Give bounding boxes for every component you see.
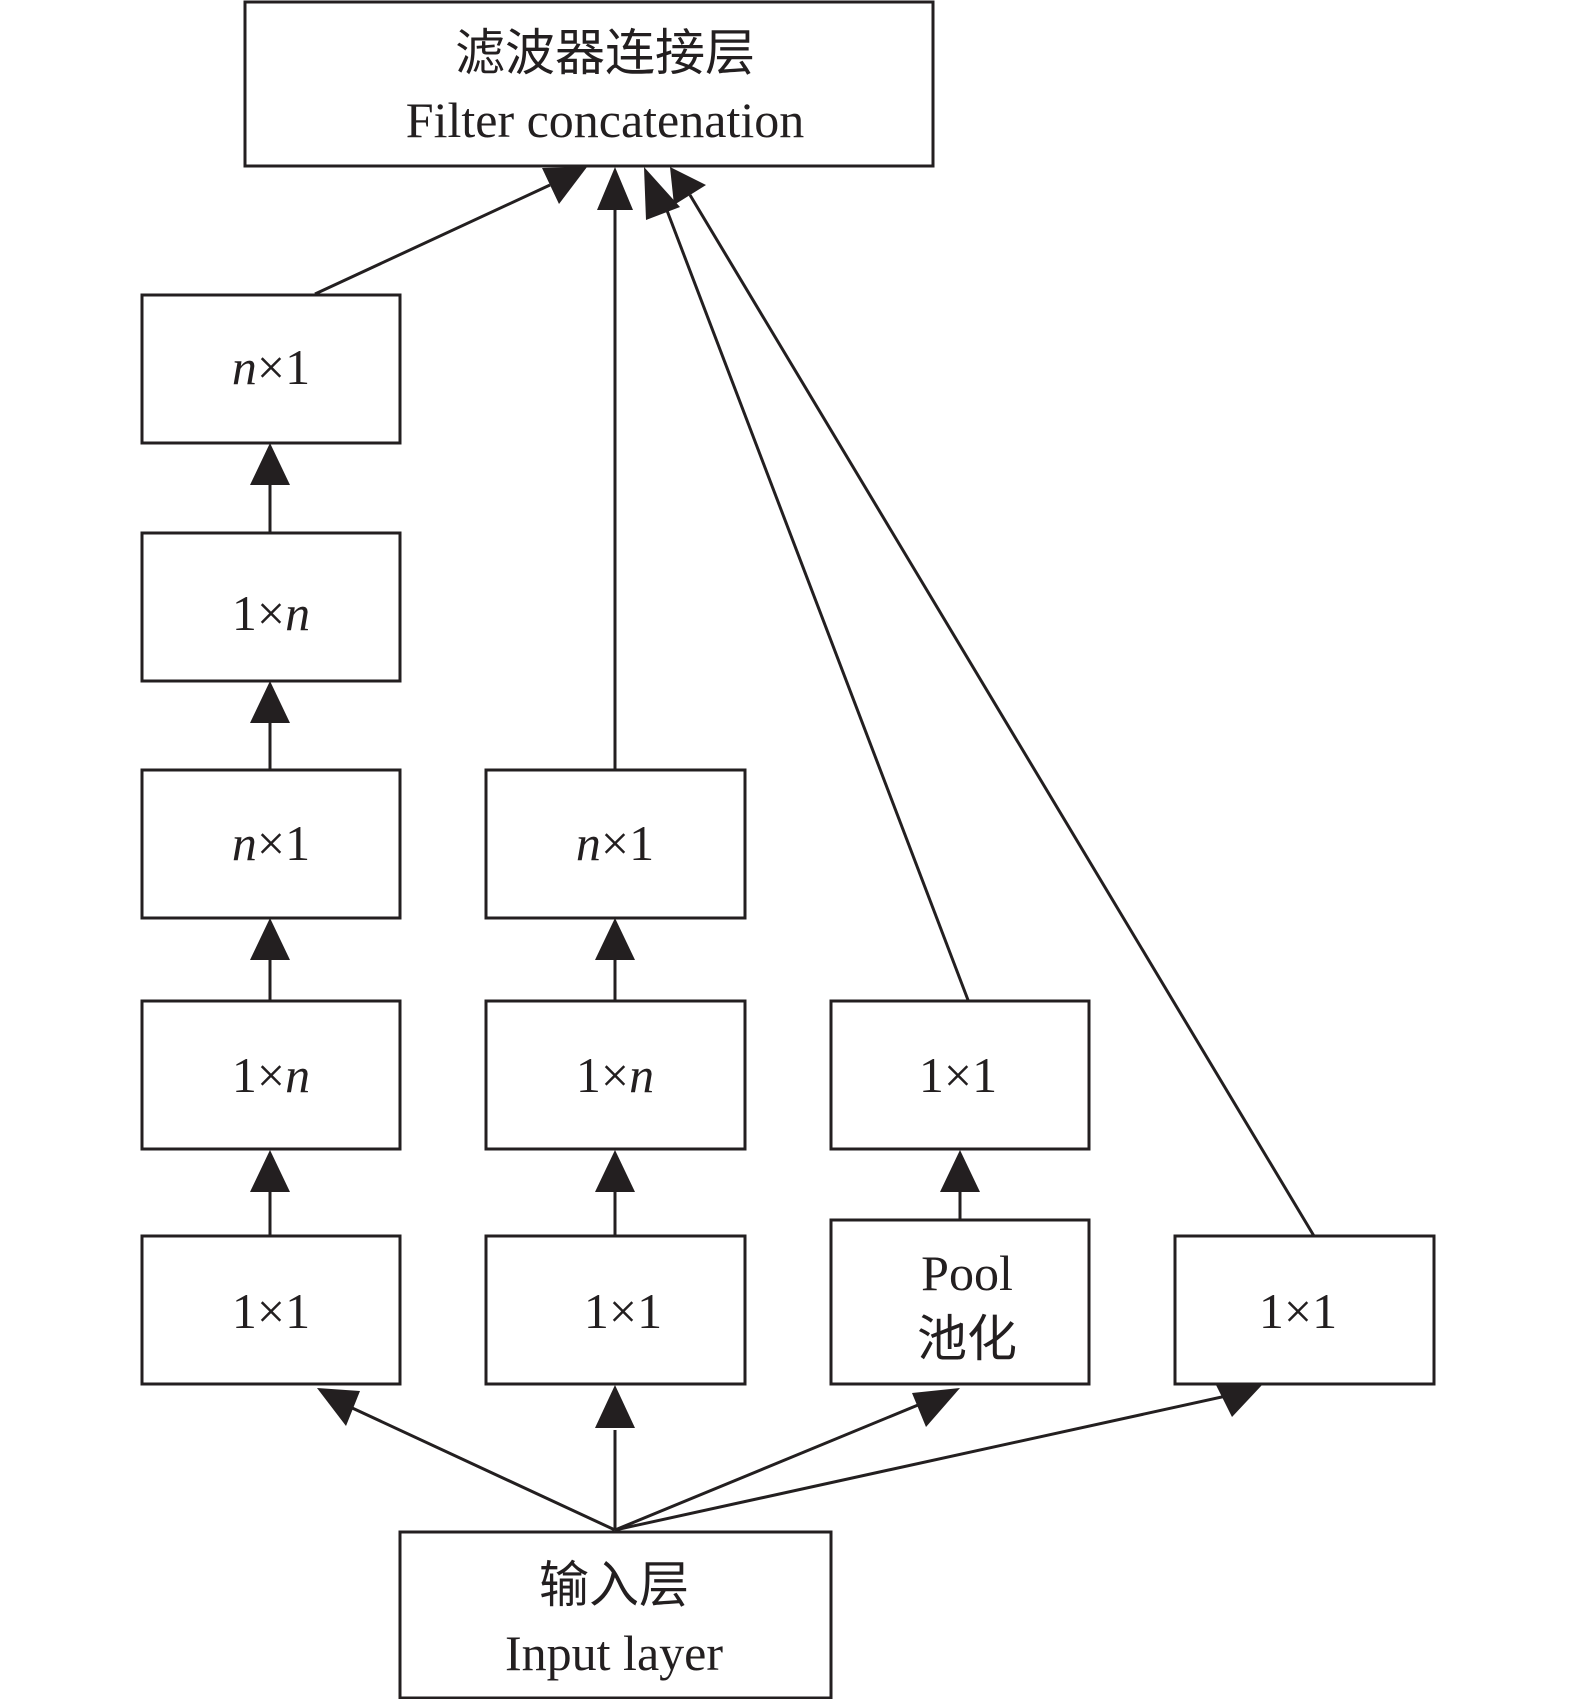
arrowhead-col2-r1 [595, 1385, 635, 1428]
col1-r3-label: n×1 [232, 815, 310, 871]
arrowhead-col3-r2 [940, 1150, 980, 1192]
edges [268, 183, 1316, 1532]
col1-r3-num: 1 [285, 815, 310, 871]
arrowhead-col1-r4 [250, 681, 290, 723]
input-layer-label-en: Input layer [505, 1625, 723, 1681]
arrowhead-col1-r3 [250, 918, 290, 960]
col1-r2-box [140, 999, 402, 1151]
col3-r2-box [829, 999, 1091, 1151]
col1-r5-box [140, 293, 402, 445]
arrowhead-concat-1 [542, 167, 587, 204]
pool-box [829, 1218, 1091, 1386]
filter-concat-label-zh: 滤波器连接层 [455, 25, 755, 81]
col1-r1-label: 1×1 [232, 1283, 310, 1339]
arrowhead-col1-r1 [317, 1388, 360, 1426]
filter-concat-box [243, 0, 935, 168]
col2-r2-num: 1 [576, 1047, 601, 1103]
col1-r3-var: n [232, 815, 257, 871]
arrowhead-pool [912, 1388, 960, 1427]
input-layer-label-zh: 输入层 [539, 1557, 689, 1613]
col2-r2-label: 1×n [576, 1047, 654, 1103]
col1-r4-op: × [257, 585, 285, 641]
boxes [140, 0, 1436, 1699]
col2-r3-op: × [601, 815, 629, 871]
edge-col1-top-to-concat [314, 183, 551, 296]
arrowhead-col4-r1 [1216, 1385, 1262, 1417]
arrowhead-col2-r3 [595, 918, 635, 960]
col2-r1-box [484, 1234, 747, 1386]
col1-r2-op: × [257, 1047, 285, 1103]
col2-r3-box [484, 768, 747, 920]
col1-r2-var: n [285, 1047, 310, 1103]
col2-r1-label: 1×1 [584, 1283, 662, 1339]
col1-r4-label: 1×n [232, 585, 310, 641]
arrowhead-concat-2 [597, 167, 633, 210]
col1-r3-box [140, 768, 402, 920]
col1-r4-var: n [285, 585, 310, 641]
arrowhead-col2-r2 [595, 1150, 635, 1192]
col1-r4-box [140, 531, 402, 683]
col2-r3-var: n [576, 815, 601, 871]
col4-r1-box [1173, 1234, 1436, 1386]
col1-r2-num: 1 [232, 1047, 257, 1103]
filter-concat-label-en: Filter concatenation [406, 92, 804, 148]
arrowhead-col1-r2 [250, 1150, 290, 1192]
arrowheads [250, 167, 1262, 1428]
input-layer-box [398, 1530, 833, 1699]
edge-input-to-col4 [614, 1391, 1241, 1532]
col2-r3-num: 1 [629, 815, 654, 871]
col4-r1-label: 1×1 [1259, 1283, 1337, 1339]
col3-r2-label: 1×1 [919, 1047, 997, 1103]
pool-label-en: Pool [921, 1245, 1013, 1301]
col1-r3-op: × [257, 815, 285, 871]
col1-r5-num: 1 [285, 339, 310, 395]
arrowhead-col1-r5 [250, 443, 290, 485]
col2-r3-label: n×1 [576, 815, 654, 871]
col1-r2-label: 1×n [232, 1047, 310, 1103]
edge-col4-to-concat [688, 194, 1316, 1237]
edge-input-to-pool [614, 1396, 936, 1532]
edge-input-to-col1 [334, 1398, 616, 1532]
col1-r5-var: n [232, 339, 257, 395]
col1-r5-op: × [257, 339, 285, 395]
col2-r2-op: × [601, 1047, 629, 1103]
col1-r4-num: 1 [232, 585, 257, 641]
labels: 滤波器连接层 Filter concatenation n×1 1×n n×1 … [232, 25, 1337, 1681]
col1-r1-box [140, 1234, 402, 1386]
col1-r5-label: n×1 [232, 339, 310, 395]
col2-r2-var: n [629, 1047, 654, 1103]
arrowhead-concat-4 [670, 167, 706, 205]
arrowhead-concat-3 [644, 167, 680, 220]
col2-r2-box [484, 999, 747, 1151]
pool-label-zh: 池化 [917, 1311, 1017, 1367]
edge-col3-top-to-concat [661, 199, 970, 1001]
